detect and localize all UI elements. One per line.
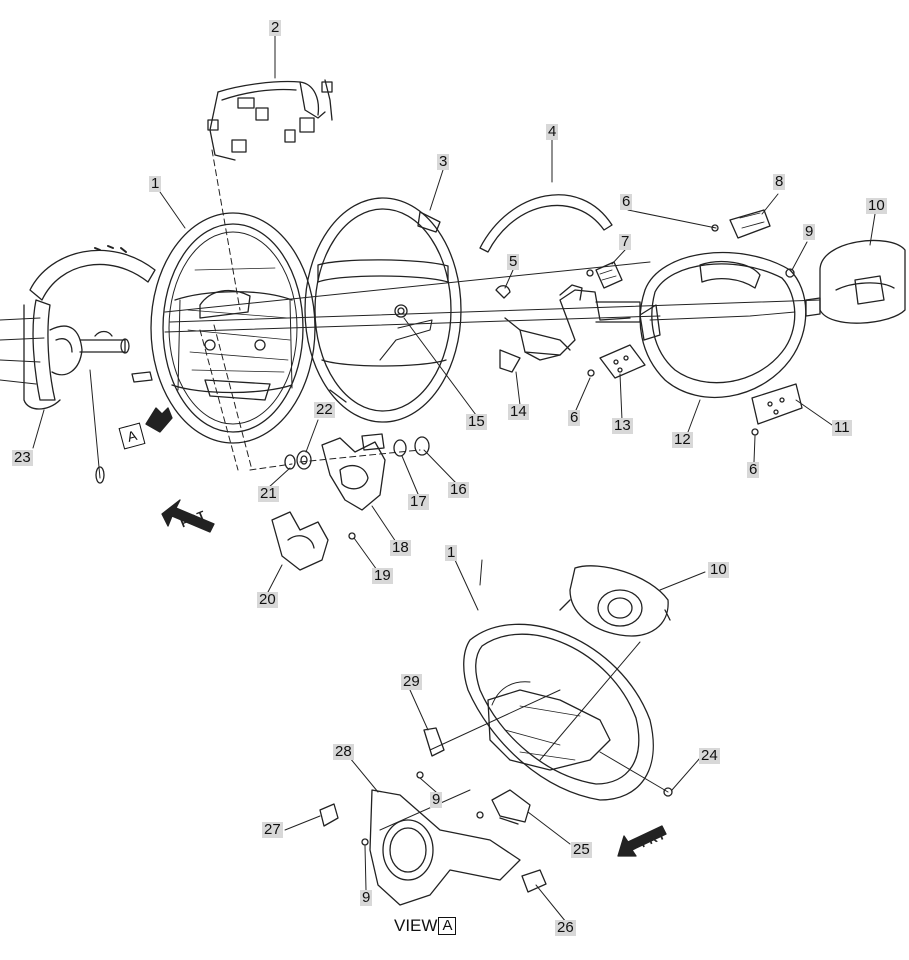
callout-6-top: 6 [620,193,633,210]
lower-small-parts [319,727,673,893]
callout-4: 4 [546,123,559,140]
view-caption: VIEW A [394,916,457,936]
airbag-module-part-10-upper [805,239,906,324]
callout-27: 27 [262,821,283,838]
view-caption-letter: A [438,917,457,935]
steering-wheel-part-1-upper [150,212,316,444]
callout-19: 19 [372,567,393,584]
callout-9-lower-b: 9 [360,889,373,906]
switch-part-8 [729,209,771,239]
callout-9-upper: 9 [803,223,816,240]
callout-20: 20 [257,591,278,608]
steering-wheel-part-1-lower [463,623,654,801]
callout-10-lower: 10 [708,561,729,578]
callout-1-lower: 1 [445,544,458,561]
callout-11: 11 [832,419,852,436]
callout-25: 25 [571,841,592,858]
callout-5: 5 [507,253,520,270]
callout-10-upper: 10 [866,197,887,214]
switch-part-13 [599,344,646,379]
callout-22: 22 [314,401,335,418]
bracket-part-14 [499,284,641,373]
hardware-parts-15-22 [284,436,430,470]
callout-6-mid: 6 [568,409,581,426]
airbag-module-part-10-lower [559,565,671,637]
callout-24: 24 [699,747,720,764]
arc-trim-part-4 [479,194,613,253]
callout-leaders [32,35,876,923]
switch-part-11 [751,383,803,425]
callout-7: 7 [619,233,632,250]
callout-23: 23 [12,449,33,466]
callout-9-lower-a: 9 [430,791,443,808]
callout-21: 21 [258,485,279,502]
callout-12: 12 [672,431,693,448]
callout-14: 14 [508,403,529,420]
front-arrow-upper [161,499,215,533]
callout-1-upper: 1 [149,175,162,192]
callout-15: 15 [466,413,487,430]
view-a-arrow [145,407,173,433]
callout-16: 16 [448,481,469,498]
callout-2: 2 [269,19,282,36]
callout-8: 8 [773,173,786,190]
front-arrow-lower [617,825,667,857]
fasteners [348,224,795,540]
lower-leader-lines [379,559,669,831]
assembly-axis-lines [164,261,821,333]
callout-3: 3 [437,153,450,170]
callout-13: 13 [612,417,633,434]
steering-column-part-23 [0,245,156,484]
switch-part-7 [595,261,623,289]
back-cover-part-28 [369,789,521,906]
callout-26: 26 [555,919,576,936]
clip-part-5 [495,285,511,299]
callout-18: 18 [390,539,411,556]
bracket-part-18 [321,433,386,511]
callout-29: 29 [401,673,422,690]
callout-6-bottom: 6 [747,461,760,478]
view-caption-prefix: VIEW [394,916,438,935]
wiring-harness-part-2 [207,79,333,161]
bracket-part-20 [271,511,329,571]
callout-28: 28 [333,743,354,760]
callout-17: 17 [408,493,429,510]
wheel-trim-part-3 [304,197,462,423]
wheel-cover-part-12 [639,252,807,399]
